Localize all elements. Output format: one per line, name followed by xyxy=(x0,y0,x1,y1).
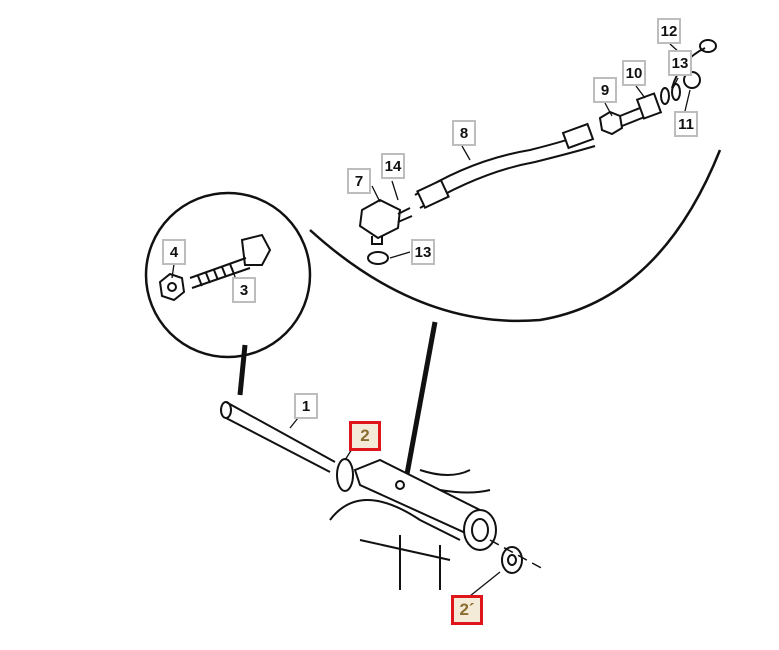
callout-10: 10 xyxy=(622,60,646,86)
callout-2b-highlighted: 2´ xyxy=(451,595,483,625)
hose-icon xyxy=(414,122,596,209)
elbow-fitting-icon xyxy=(358,198,413,245)
callout-11: 11 xyxy=(674,111,698,137)
bolt-icon xyxy=(189,233,272,289)
callout-2-highlighted: 2 xyxy=(349,421,381,451)
swing-arm-icon xyxy=(329,458,497,590)
pivot-pin-icon xyxy=(220,401,336,473)
callout-14: 14 xyxy=(381,153,405,179)
callout-1: 1 xyxy=(294,393,318,419)
callout-13-bottom: 13 xyxy=(411,239,435,265)
washer-2b-icon xyxy=(501,546,523,574)
callout-8: 8 xyxy=(452,120,476,146)
detail-circle-bolt xyxy=(144,191,312,359)
callout-7: 7 xyxy=(347,168,371,194)
callout-9: 9 xyxy=(593,77,617,103)
callout-4: 4 xyxy=(162,239,186,265)
thrust-washer-icon xyxy=(336,458,354,492)
fitting-assembly-icon xyxy=(598,39,717,136)
callout-13-top: 13 xyxy=(668,50,692,76)
detail-arc-hose xyxy=(309,149,722,323)
nut-icon xyxy=(158,272,186,302)
callout-3: 3 xyxy=(232,277,256,303)
callout-12: 12 xyxy=(657,18,681,44)
washer-icon xyxy=(367,251,389,265)
